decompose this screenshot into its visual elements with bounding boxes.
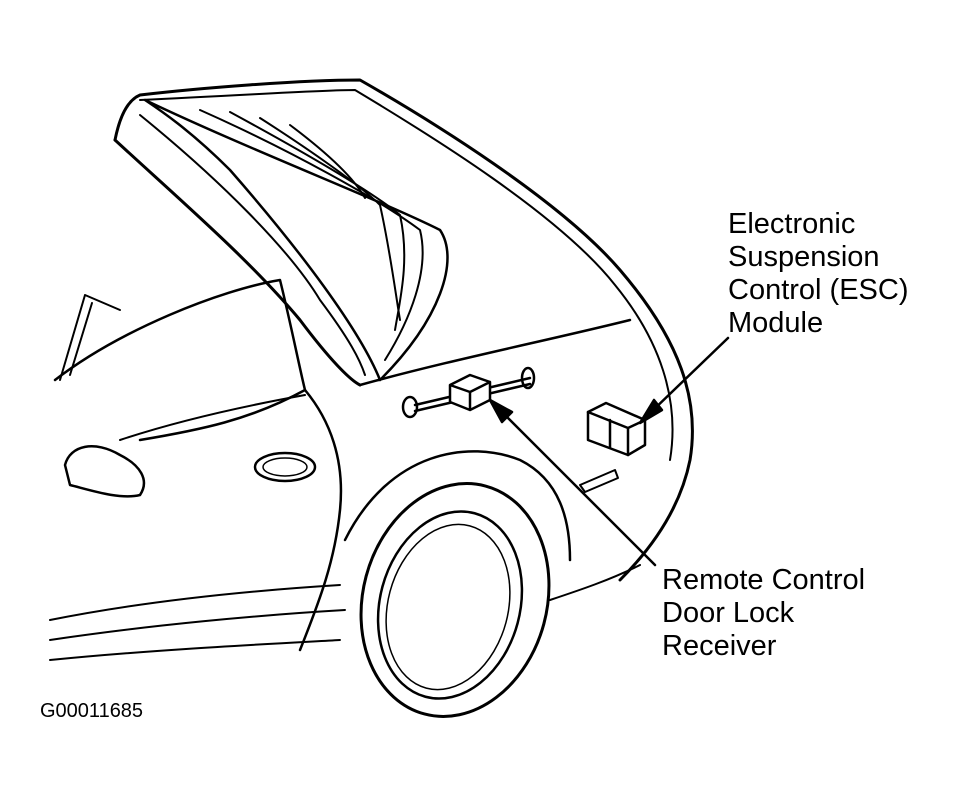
- wheel-rim: [376, 510, 524, 700]
- side-mirror: [63, 445, 146, 498]
- door-belt-line: [119, 394, 306, 441]
- body-roof-line: [113, 138, 362, 387]
- esc-module-part: [586, 401, 647, 457]
- label-line: Electronic: [728, 208, 856, 240]
- label-line: Control (ESC): [728, 274, 909, 306]
- arrow-esc: [638, 336, 730, 425]
- label-line: Module: [728, 307, 824, 339]
- wheel-tire: [359, 482, 551, 718]
- rocker-lines: [49, 584, 346, 661]
- label-line: Remote Control: [662, 564, 866, 596]
- rear-window-stripes: [199, 109, 424, 361]
- label-line: Suspension: [728, 241, 880, 273]
- door-lock-receiver-label: Remote Control Door Lock Receiver: [662, 564, 865, 663]
- roof-inner-line: [139, 89, 674, 461]
- deck-lid-line: [358, 318, 632, 387]
- label-line: Door Lock: [662, 597, 795, 629]
- door-rear-edge: [298, 388, 343, 652]
- wheel-arch: [343, 450, 572, 562]
- roof-outline: [113, 78, 694, 582]
- label-line: Receiver: [662, 630, 777, 662]
- figure-id: G00011685: [40, 700, 144, 722]
- c-pillar-line: [139, 114, 366, 376]
- quarter-bottom: [549, 564, 641, 601]
- door-handle: [253, 451, 317, 483]
- rear-window: [143, 98, 449, 382]
- arrow-receiver: [488, 398, 657, 567]
- door-lock-receiver-part: [401, 366, 536, 419]
- esc-module-label: Electronic Suspension Control (ESC) Modu…: [728, 208, 909, 340]
- windshield-trim: [59, 294, 121, 381]
- door-top-line: [53, 278, 307, 442]
- side-marker: [579, 469, 619, 493]
